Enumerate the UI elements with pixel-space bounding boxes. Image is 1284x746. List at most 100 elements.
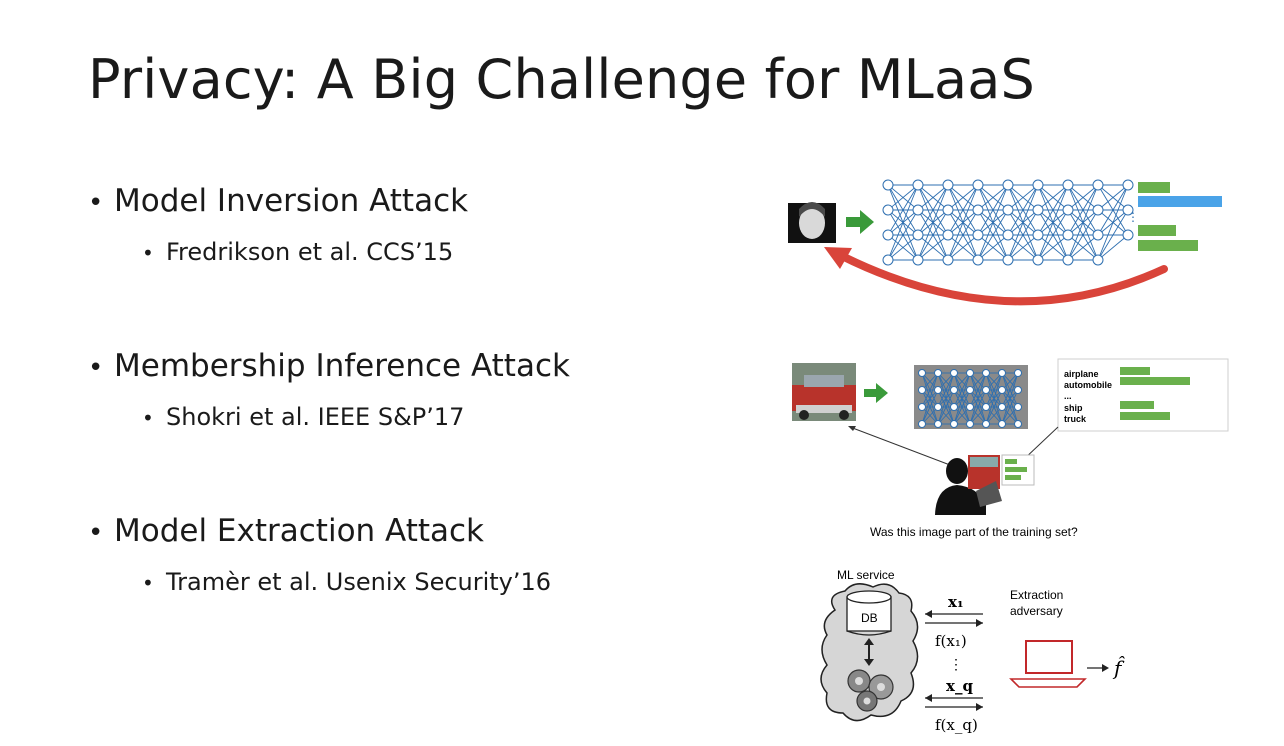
network-edge xyxy=(917,184,949,261)
network-edge xyxy=(937,389,955,425)
network-node xyxy=(942,254,954,266)
network-edge xyxy=(969,372,987,425)
network-edge xyxy=(969,372,987,408)
network-node xyxy=(882,229,894,241)
network-edge xyxy=(953,372,971,408)
network-node xyxy=(942,229,954,241)
network-node xyxy=(966,386,974,394)
car-photo xyxy=(792,363,856,421)
query-last: x_q xyxy=(946,677,973,695)
network-edge xyxy=(921,372,939,408)
bullet-model-inversion: Model Inversion Attack xyxy=(88,183,468,219)
response-first: f(x₁) xyxy=(935,632,967,650)
network-node xyxy=(950,369,958,377)
network-node xyxy=(1032,229,1044,241)
network-node xyxy=(1014,369,1022,377)
gears-icon xyxy=(847,669,894,712)
bullet-membership-inference: Membership Inference Attack xyxy=(88,348,570,384)
network-node xyxy=(882,254,894,266)
network-edge xyxy=(977,184,1009,261)
network-node xyxy=(966,403,974,411)
network-node xyxy=(1062,229,1074,241)
network-node xyxy=(1032,179,1044,191)
network-node xyxy=(1032,254,1044,266)
slide-title: Privacy: A Big Challenge for MLaaS xyxy=(88,48,1036,111)
network-edge xyxy=(1007,234,1039,261)
network-node xyxy=(1014,403,1022,411)
db-link-arrow-icon xyxy=(864,638,874,666)
network-edge xyxy=(1007,209,1039,261)
laptop-icon xyxy=(1009,640,1087,688)
network-node xyxy=(982,369,990,377)
input-arrow-icon xyxy=(864,383,888,403)
network-node xyxy=(918,420,926,428)
network-node xyxy=(1062,254,1074,266)
attacker-silhouette-icon xyxy=(935,454,1035,515)
network-edge xyxy=(937,372,955,408)
network-edge xyxy=(953,389,971,425)
network-node xyxy=(1092,204,1104,216)
network-node xyxy=(966,369,974,377)
network-node xyxy=(1062,179,1074,191)
network-node xyxy=(966,420,974,428)
network-edge xyxy=(985,389,1003,425)
network-edge xyxy=(947,234,979,261)
network-edge xyxy=(887,184,919,261)
network-edge xyxy=(1097,184,1129,236)
network-node xyxy=(982,403,990,411)
network-node xyxy=(1062,204,1074,216)
network-edge xyxy=(1037,184,1069,211)
network-node xyxy=(882,204,894,216)
network-node xyxy=(1092,254,1104,266)
network-node xyxy=(998,403,1006,411)
network-edge xyxy=(1037,234,1069,261)
network-node xyxy=(1092,229,1104,241)
neural-network-diagram xyxy=(918,369,1022,428)
network-edge xyxy=(947,184,979,211)
model-inversion-figure: ⋮ xyxy=(788,179,1222,306)
membership-caption: Was this image part of the training set? xyxy=(870,525,1078,539)
network-node xyxy=(1122,179,1134,191)
network-node xyxy=(934,403,942,411)
bullet-list: Model Inversion Attack Fredrikson et al.… xyxy=(0,0,700,746)
network-edge xyxy=(921,372,939,425)
output-arrow-icon xyxy=(1087,664,1109,672)
network-node xyxy=(934,369,942,377)
class-label: airplane xyxy=(1064,369,1099,379)
network-node xyxy=(912,179,924,191)
network-node xyxy=(1002,254,1014,266)
class-label: automobile xyxy=(1064,380,1112,390)
network-edge xyxy=(1037,184,1069,236)
network-node xyxy=(998,386,1006,394)
network-node xyxy=(918,369,926,377)
network-edge xyxy=(887,209,919,261)
network-edge xyxy=(1067,209,1099,261)
network-edge xyxy=(985,372,1003,425)
class-label: ... xyxy=(1064,391,1072,401)
network-node xyxy=(950,386,958,394)
inversion-arrow-icon xyxy=(824,247,1168,306)
network-edge xyxy=(887,234,919,261)
network-node xyxy=(972,254,984,266)
network-node xyxy=(1002,179,1014,191)
network-node xyxy=(998,420,1006,428)
output-bars: ⋮ xyxy=(1127,182,1222,251)
network-edge xyxy=(1001,372,1019,408)
network-edge xyxy=(917,209,949,261)
network-edge xyxy=(947,184,979,261)
ellipsis: ⋮ xyxy=(949,657,963,673)
network-node xyxy=(1014,386,1022,394)
network-node xyxy=(942,179,954,191)
network-edge xyxy=(977,184,1009,236)
network-edge xyxy=(1007,184,1039,236)
sub-bullet-shokri: Shokri et al. IEEE S&P’17 xyxy=(142,403,464,431)
network-node xyxy=(950,420,958,428)
database-icon: DB xyxy=(846,590,892,636)
bullet-model-extraction: Model Extraction Attack xyxy=(88,513,484,549)
db-label: DB xyxy=(861,611,878,625)
network-node xyxy=(912,254,924,266)
network-node xyxy=(972,229,984,241)
ml-service-label: ML service xyxy=(837,568,895,582)
network-node xyxy=(1032,204,1044,216)
network-edge xyxy=(1001,372,1019,425)
